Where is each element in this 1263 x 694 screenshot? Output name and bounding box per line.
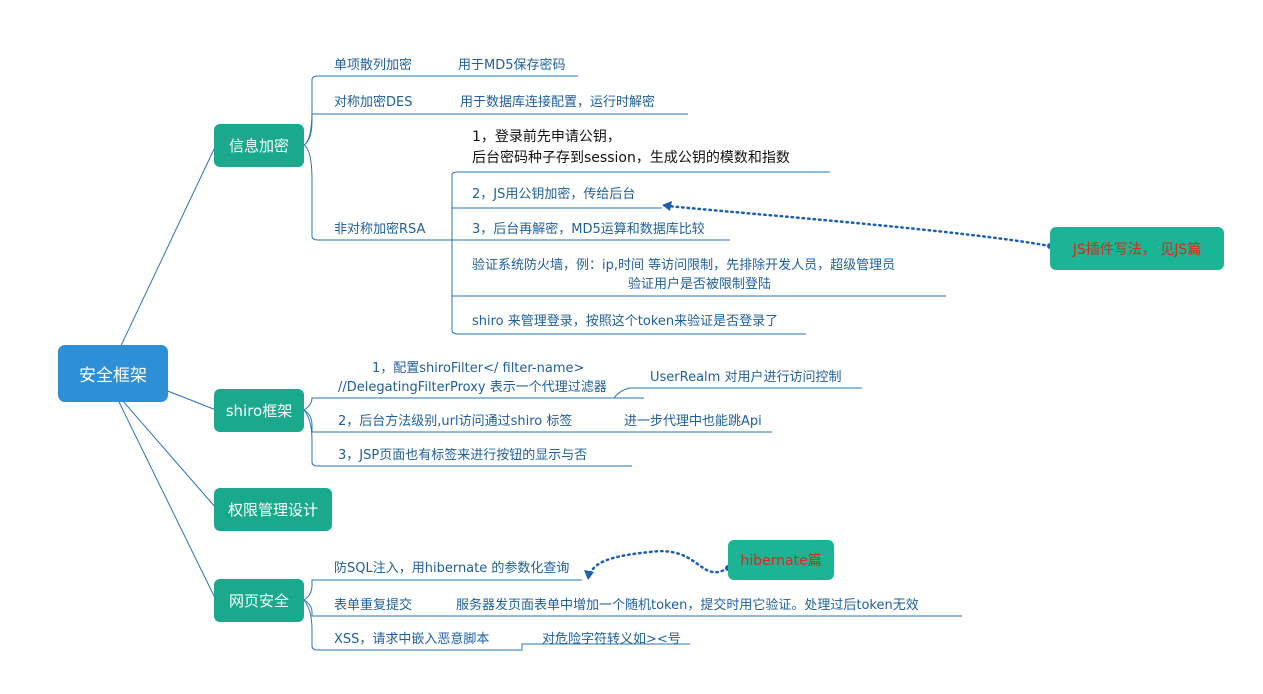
- sym-label[interactable]: 对称加密DES: [334, 95, 413, 110]
- edge-shiro-filter: [303, 397, 644, 411]
- shiro-filter-line2[interactable]: //DelegatingFilterProxy 表示一个代理过滤器: [338, 380, 607, 395]
- asym-step1-line1[interactable]: 1，登录前先申请公钥，: [472, 129, 621, 145]
- web-repeat-label[interactable]: 表单重复提交: [334, 598, 413, 613]
- sym-detail[interactable]: 用于数据库连接配置，运行时解密: [460, 95, 656, 110]
- asym-token[interactable]: shiro 来管理登录，按照这个token来验证是否登录了: [472, 314, 779, 329]
- shiro-method[interactable]: 2，后台方法级别,url访问通过shiro 标签: [338, 414, 573, 429]
- edge-root-info: [117, 144, 217, 353]
- edge-asym-token: [451, 296, 806, 335]
- asym-firewall-line1[interactable]: 验证系统防火墙，例：ip,时间 等访问限制，先排除开发人员，超级管理员: [472, 258, 896, 273]
- edge-web-repeat: [303, 599, 962, 617]
- web-xss-detail[interactable]: 对危险字符转义如><号: [542, 632, 681, 647]
- branch-info-label: 信息加密: [228, 137, 289, 155]
- edge-info-asym: [303, 144, 452, 241]
- dotted-link-js: [666, 204, 1052, 248]
- note-js[interactable]: JS插件写法， 见JS篇: [1050, 227, 1224, 270]
- branch-perm-label: 权限管理设计: [227, 501, 318, 519]
- root-label: 安全框架: [79, 366, 147, 386]
- shiro-proxy[interactable]: 进一步代理中也能跳Api: [624, 414, 762, 429]
- edge-shiro-method: [303, 409, 772, 433]
- edge-asym-trunk: [451, 171, 830, 240]
- arrow-head-js: [662, 201, 672, 211]
- shiro-realm[interactable]: UserRealm 对用户进行访问控制: [650, 370, 842, 385]
- shiro-jsp[interactable]: 3，JSP页面也有标签来进行按钮的显示与否: [338, 448, 588, 463]
- shiro-filter-line1[interactable]: 1，配置shiroFilter</ filter-name>: [372, 361, 585, 376]
- branch-shiro[interactable]: shiro框架: [214, 389, 304, 432]
- web-sql[interactable]: 防SQL注入，用hibernate 的参数化查询: [334, 561, 570, 576]
- note-hibernate-label: hibernate篇: [740, 553, 822, 569]
- dotted-link-hibernate: [588, 549, 730, 576]
- edge-root-perm: [121, 399, 217, 509]
- arrow-head-hibernate: [584, 570, 594, 580]
- edge-info-hash: [303, 75, 578, 146]
- asym-step1-line2[interactable]: 后台密码种子存到session，生成公钥的模数和指数: [472, 150, 790, 166]
- asym-step3[interactable]: 3，后台再解密，MD5运算和数据库比较: [472, 222, 705, 237]
- branch-web-label: 网页安全: [228, 592, 289, 610]
- hash-detail[interactable]: 用于MD5保存密码: [458, 58, 566, 73]
- note-hibernate[interactable]: hibernate篇: [728, 540, 834, 580]
- note-js-label: JS插件写法， 见JS篇: [1072, 241, 1202, 258]
- branch-info[interactable]: 信息加密: [214, 124, 304, 167]
- branch-perm[interactable]: 权限管理设计: [214, 488, 332, 531]
- asym-firewall-line2[interactable]: 验证用户是否被限制登陆: [628, 277, 772, 292]
- edge-root-web: [117, 399, 217, 601]
- asym-step2[interactable]: 2，JS用公钥加密，传给后台: [472, 187, 636, 202]
- edge-info-sym: [303, 113, 688, 146]
- web-repeat-detail[interactable]: 服务器发页面表单中增加一个随机token，提交时用它验证。处理过后token无效: [456, 598, 919, 613]
- asym-label[interactable]: 非对称加密RSA: [334, 222, 426, 237]
- edge-filter-realm: [613, 387, 862, 399]
- root-node[interactable]: 安全框架: [58, 345, 168, 402]
- edge-shiro-jsp: [303, 409, 632, 467]
- branch-shiro-label: shiro框架: [225, 402, 293, 420]
- branch-web[interactable]: 网页安全: [214, 579, 304, 622]
- web-xss-label[interactable]: XSS，请求中嵌入恶意脚本: [334, 632, 490, 647]
- edge-web-xss: [303, 599, 690, 651]
- hash-label[interactable]: 单项散列加密: [334, 58, 413, 73]
- edge-web-sql: [303, 579, 582, 601]
